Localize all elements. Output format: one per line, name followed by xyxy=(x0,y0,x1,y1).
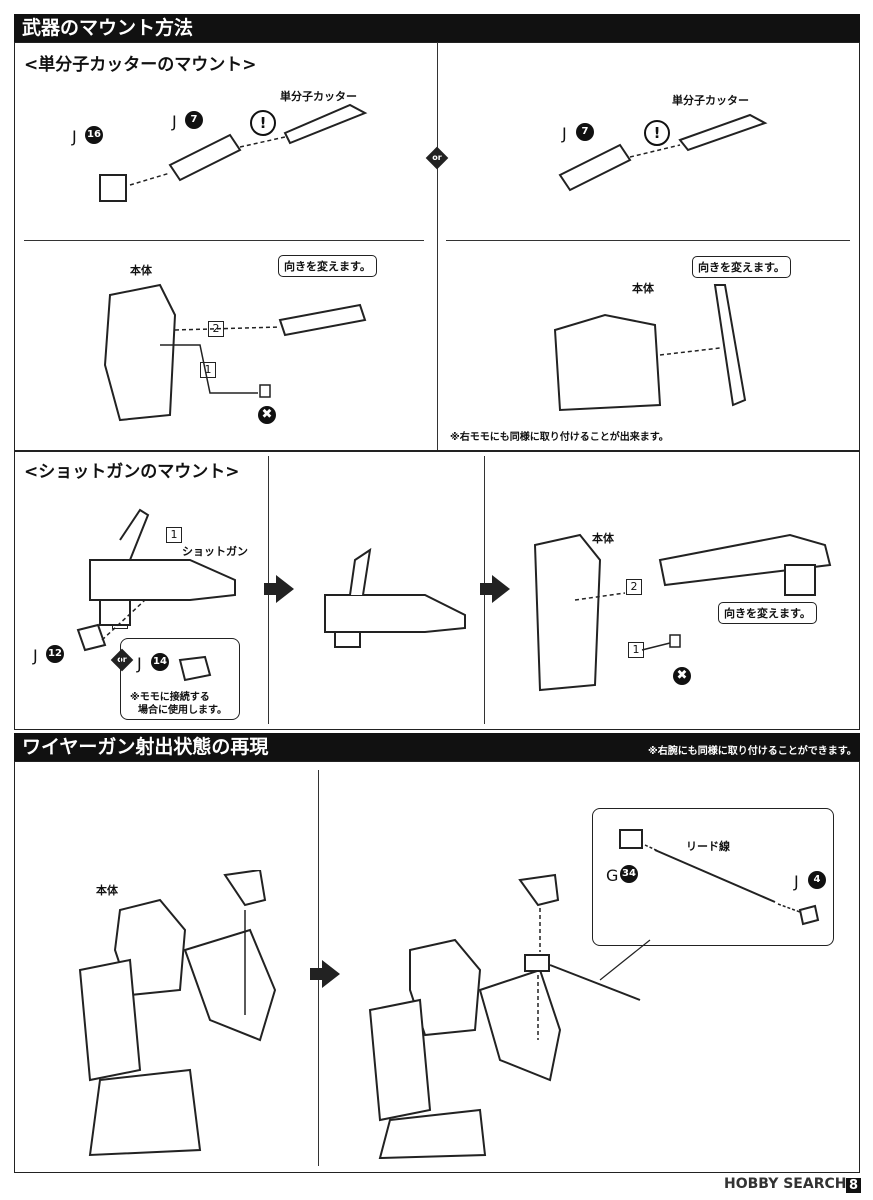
cutter-mount-subtitle: <単分子カッターのマウント> xyxy=(24,55,257,75)
step-2-marker: 2 xyxy=(208,321,224,337)
alternate-diamond-icon: or xyxy=(425,146,449,170)
turn-callout: 向きを変えます。 xyxy=(278,255,377,277)
part-number-14: 14 xyxy=(151,653,169,671)
divider-cutter-columns xyxy=(437,42,438,450)
next-step-arrow xyxy=(480,575,510,603)
caution-icon: ! xyxy=(644,120,670,146)
remove-x-mark: ✖ xyxy=(673,667,691,685)
cutter-right-parts-illustration xyxy=(558,113,768,192)
cutter-label: 単分子カッター xyxy=(280,90,357,103)
body-label: 本体 xyxy=(632,282,654,295)
section-title-wire-gun: ワイヤーガン射出状態の再現 xyxy=(14,733,860,761)
wire-body-illustration xyxy=(78,870,277,1157)
part-number-12: 12 xyxy=(46,645,64,663)
part-number-7: 7 xyxy=(576,123,594,141)
shotgun-illustration xyxy=(76,508,236,652)
body-label: 本体 xyxy=(96,884,118,897)
wire-assembled-illustration xyxy=(368,873,651,1160)
part-number-34: 34 xyxy=(620,865,638,883)
shotgun-folded-illustration xyxy=(324,547,466,648)
cutter-parts-illustration xyxy=(99,103,368,202)
thigh-connection-note-1: ※モモに接続する xyxy=(130,692,210,703)
cutter-body-illustration xyxy=(103,283,367,422)
cutter-right-body-illustration xyxy=(553,284,747,412)
part-j-label: J xyxy=(137,654,142,673)
step-2-marker: 2 xyxy=(626,579,642,595)
divider-cutter-rows-right xyxy=(446,240,850,241)
step-1-marker: 1 xyxy=(166,527,182,543)
wire-detail-box xyxy=(592,808,834,946)
page-number: 8 xyxy=(846,1178,862,1193)
turn-callout: 向きを変えます。 xyxy=(692,256,791,278)
hobby-search-logo: HOBBY SEARCH xyxy=(724,1176,847,1192)
next-step-arrow xyxy=(310,960,340,988)
j14-part-illustration xyxy=(178,655,212,682)
part-number-16: 16 xyxy=(85,126,103,144)
divider-cutter-shotgun xyxy=(14,450,860,452)
cutter-label: 単分子カッター xyxy=(672,94,749,107)
part-g-label: G xyxy=(606,866,619,885)
shotgun-label: ショットガン xyxy=(182,545,248,558)
wire-detail-illustration xyxy=(619,829,820,926)
right-thigh-note: ※右モモにも同様に取り付けることが出来ます。 xyxy=(450,432,669,443)
part-number-4: 4 xyxy=(808,871,826,889)
next-step-arrow xyxy=(264,575,294,603)
right-arm-note: ※右腕にも同様に取り付けることができます。 xyxy=(648,746,857,757)
caution-icon: ! xyxy=(250,110,276,136)
part-j-label: J xyxy=(172,112,177,131)
optional-part-box xyxy=(120,638,240,720)
shotgun-body-illustration xyxy=(533,533,832,692)
remove-x-mark: ✖ xyxy=(258,406,276,424)
part-j-label: J xyxy=(72,127,77,146)
part-number-7: 7 xyxy=(185,111,203,129)
body-label: 本体 xyxy=(592,532,614,545)
part-j-label: J xyxy=(562,124,567,143)
section-title-weapon-mount: 武器のマウント方法 xyxy=(14,14,860,42)
divider-cutter-rows-left xyxy=(24,240,424,241)
body-label: 本体 xyxy=(130,264,152,277)
shotgun-mount-subtitle: <ショットガンのマウント> xyxy=(24,462,240,482)
part-j-label: J xyxy=(794,872,799,891)
part-j-label: J xyxy=(33,646,38,665)
turn-callout: 向きを変えます。 xyxy=(718,602,817,624)
lead-wire-label: リード線 xyxy=(686,840,730,853)
section2-frame xyxy=(14,761,860,1173)
thigh-connection-note-2: 場合に使用します。 xyxy=(138,705,227,716)
